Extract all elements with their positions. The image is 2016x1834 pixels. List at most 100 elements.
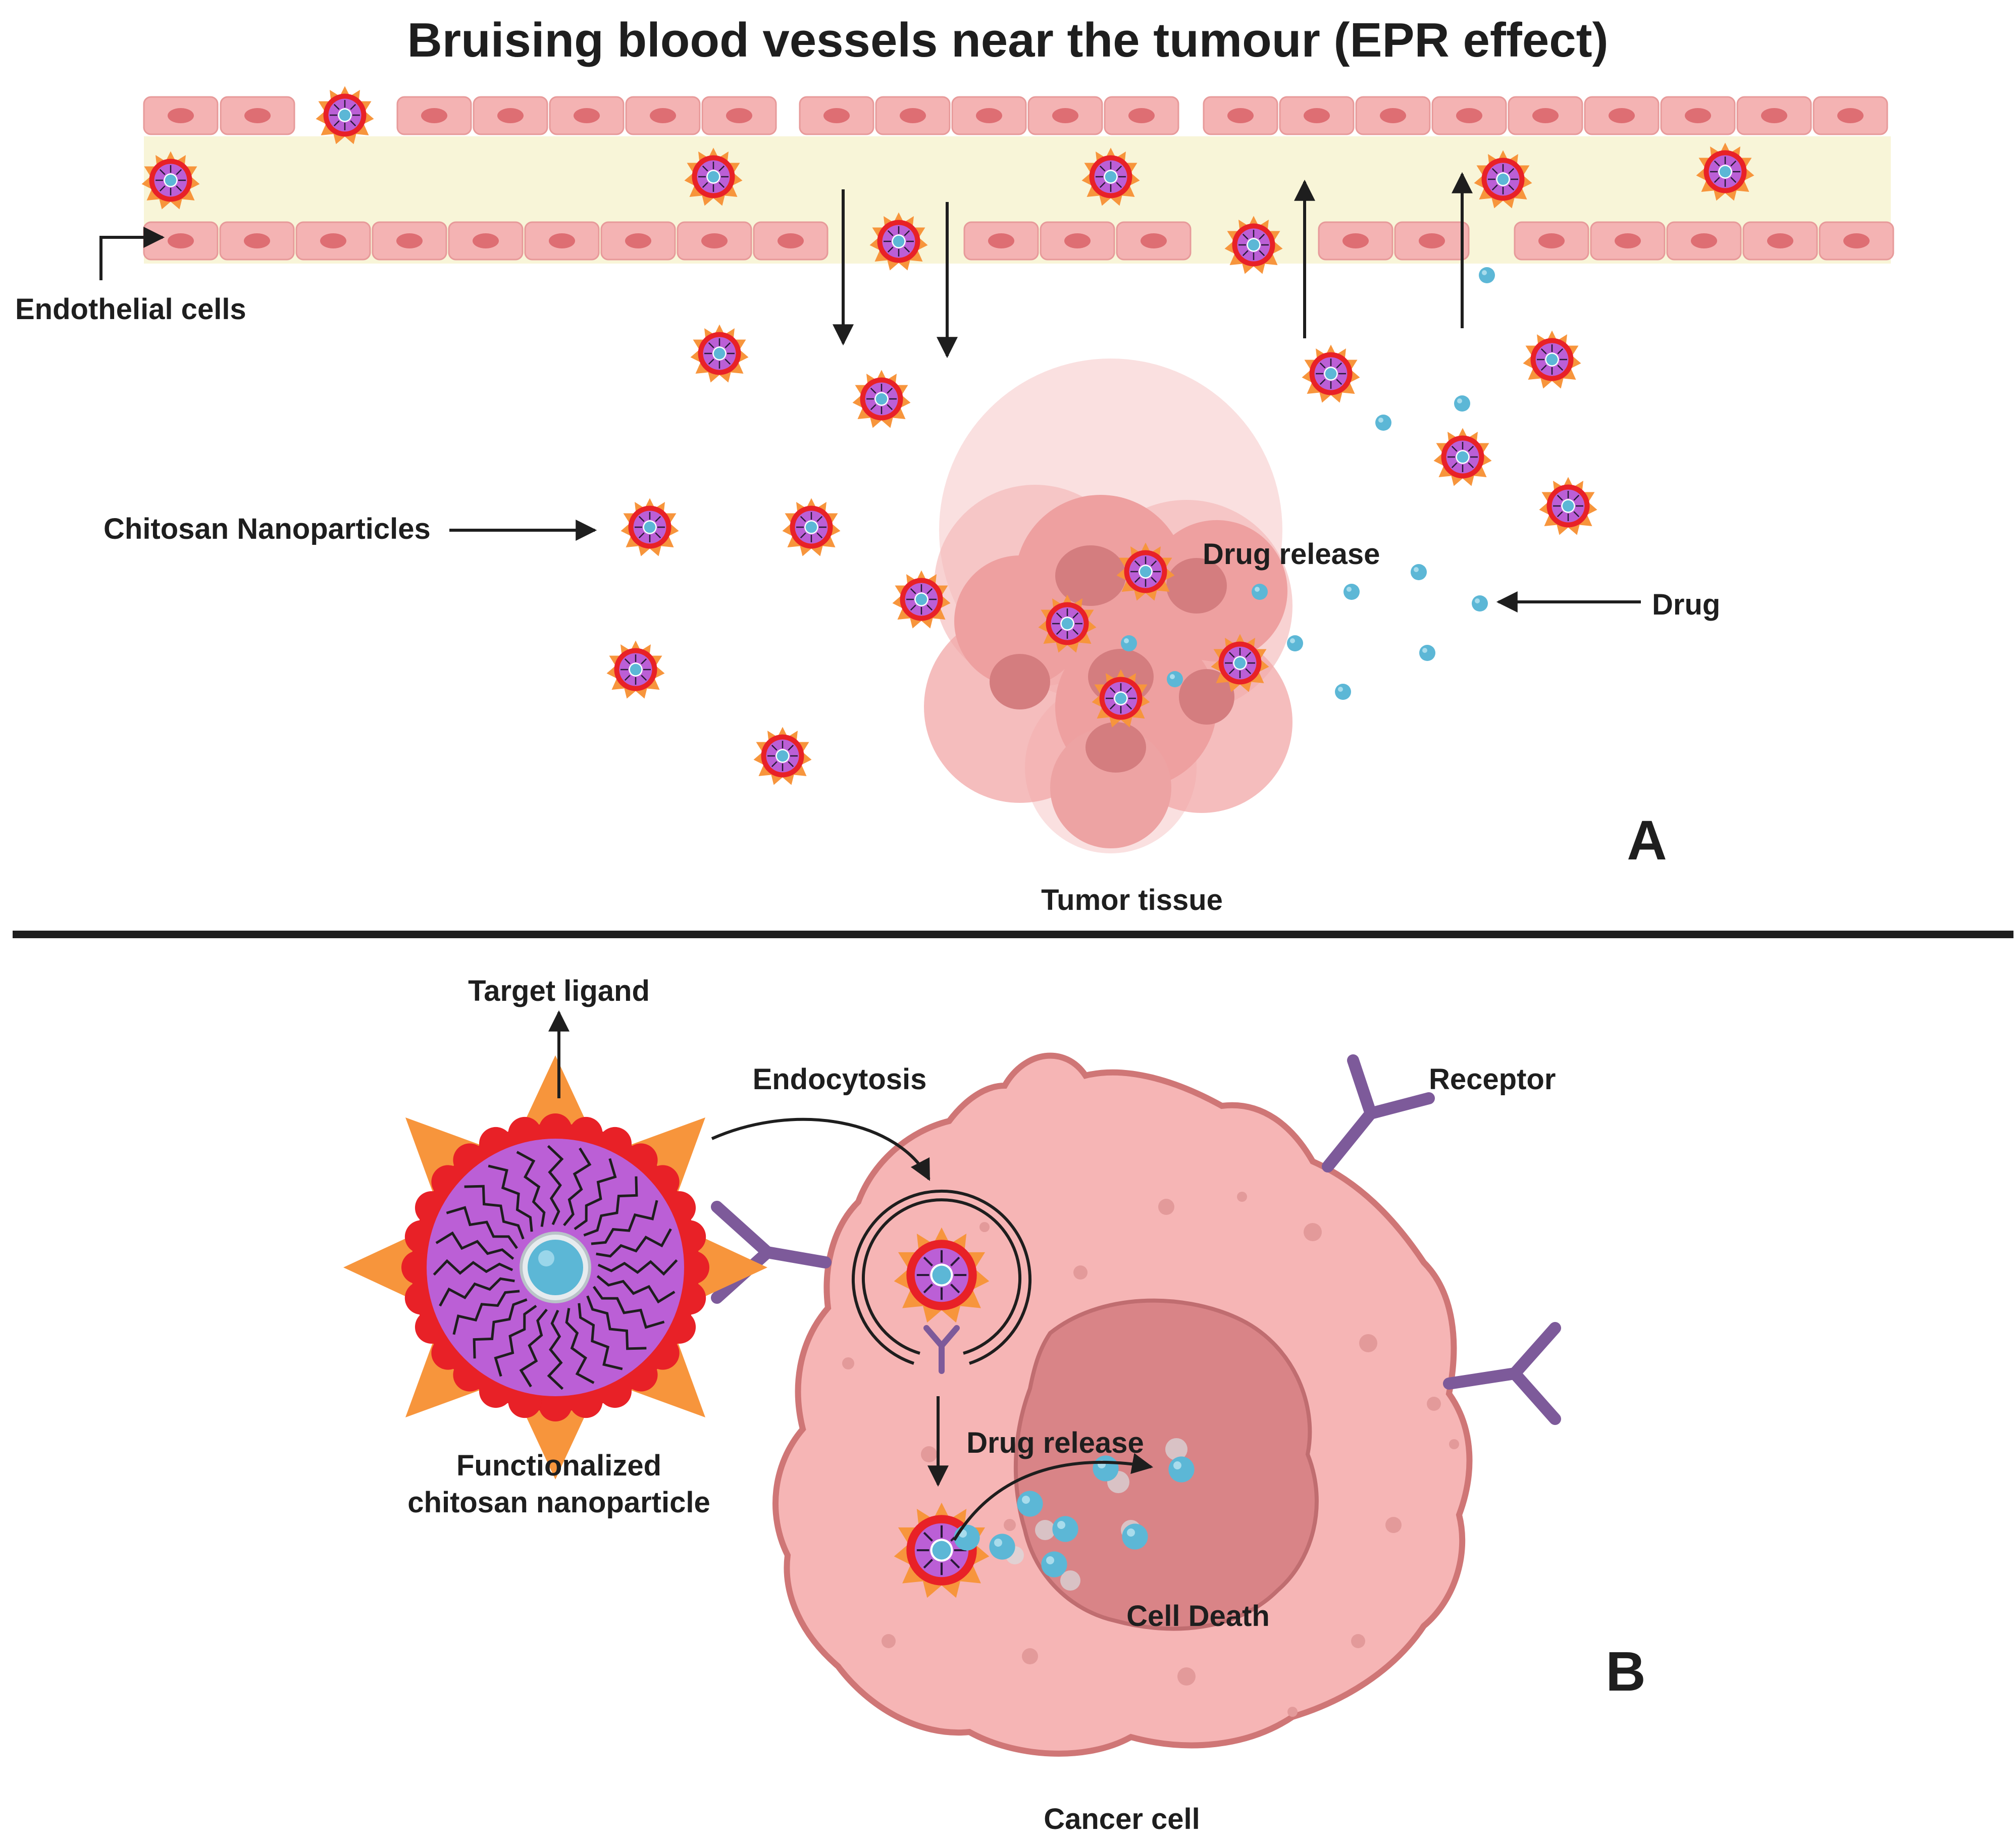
drug-molecule-icon <box>1454 395 1470 412</box>
drug-molecule-icon <box>1472 595 1488 612</box>
receptor-icon-right <box>1443 1322 1561 1425</box>
endothelial-cell-icon <box>625 96 701 135</box>
endothelial-cell-icon <box>1508 96 1583 135</box>
endothelial-cell-icon <box>473 96 548 135</box>
endothelial-cell-icon <box>1660 96 1736 135</box>
endosome-receptor-icon <box>923 1325 960 1374</box>
endothelial-cells-bottom <box>143 221 1894 261</box>
drug-molecule-icon <box>1121 635 1137 651</box>
endocytosis-label: Endocytosis <box>753 1063 927 1096</box>
endothelial-cell-icon <box>963 221 1039 261</box>
endothelial-cell-icon <box>1819 221 1894 261</box>
panel-separator <box>13 931 2013 938</box>
functionalized-label-line2: chitosan nanoparticle <box>407 1486 710 1519</box>
tumor-tissue-label: Tumor tissue <box>1041 884 1223 916</box>
endothelial-cell-icon <box>1040 221 1115 261</box>
endothelial-cell-icon <box>549 96 625 135</box>
cell-nucleus <box>1013 1298 1319 1631</box>
endothelial-cell-icon <box>799 96 874 135</box>
chitosan-nanoparticles-label: Chitosan Nanoparticles <box>104 513 431 545</box>
panel-b-letter: B <box>1606 1641 1645 1703</box>
endothelial-cell-icon <box>1736 96 1812 135</box>
nanoparticle-icon <box>782 497 841 557</box>
endothelial-cell-icon <box>1590 221 1666 261</box>
endothelial-cell-icon <box>600 221 676 261</box>
endothelial-cell-icon <box>143 221 219 261</box>
target-ligand-label: Target ligand <box>468 975 650 1007</box>
drug-molecule-icon <box>1335 684 1351 700</box>
endothelial-cell-icon <box>1279 96 1355 135</box>
nanoparticle-icon <box>852 369 911 429</box>
nanoparticle-icon <box>1433 427 1492 487</box>
endothelial-cell-icon <box>1514 221 1589 261</box>
endothelial-cell-icon <box>951 96 1027 135</box>
endothelial-cell-icon <box>875 96 951 135</box>
nanoparticle-icon <box>1538 476 1598 536</box>
endothelial-cell-icon <box>1318 221 1393 261</box>
endothelial-pointer-arrow <box>99 227 165 280</box>
drug-molecule-icon <box>1419 645 1435 661</box>
endothelial-cell-icon <box>1116 221 1192 261</box>
nanoparticle-icon <box>315 85 375 145</box>
endothelial-cells-label: Endothelial cells <box>15 293 246 326</box>
endothelial-cell-icon <box>1355 96 1431 135</box>
endothelial-cell-icon <box>753 221 829 261</box>
endocytosis-arrow <box>711 1117 931 1181</box>
drug-molecule-icon <box>1479 267 1495 283</box>
endothelial-cell-icon <box>524 221 600 261</box>
nanoparticle-icon <box>1301 344 1361 403</box>
endothelial-cell-icon <box>396 96 472 135</box>
nanoparticle-icon <box>753 726 812 786</box>
endothelial-cell-icon <box>448 221 524 261</box>
endosome <box>852 1189 1031 1365</box>
endothelial-cell-icon <box>372 221 447 261</box>
functionalized-label-line1: Functionalized <box>456 1449 661 1482</box>
receptor-icon-top <box>1322 1054 1435 1173</box>
drug-molecule-icon <box>1168 1456 1195 1483</box>
endothelial-cell-icon <box>1104 96 1179 135</box>
drug-molecule-icon <box>1287 635 1303 651</box>
endothelial-cell-icon <box>701 96 777 135</box>
endothelial-cell-icon <box>1394 221 1470 261</box>
receptors <box>711 1054 1561 1425</box>
tumor-tissue <box>924 359 1293 853</box>
endothelial-cell-icon <box>220 96 295 135</box>
drug-molecule-icon <box>1041 1551 1067 1577</box>
endothelial-cell-icon <box>143 96 219 135</box>
drug-molecule-icon <box>954 1524 980 1551</box>
drug-molecule-icon <box>1093 1455 1119 1482</box>
functionalized-nanoparticle-large <box>343 1055 767 1480</box>
drug-molecule-icon <box>989 1534 1015 1560</box>
cytoplasm-vesicles <box>842 1192 1459 1717</box>
cell-death-label: Cell Death <box>1126 1600 1270 1633</box>
drug-molecule-icon <box>1411 564 1427 580</box>
drug-release-arrow <box>953 1453 1154 1541</box>
endothelial-cell-icon <box>1584 96 1660 135</box>
endothelial-cell-icon <box>1027 96 1103 135</box>
drug-release-label-a: Drug release <box>1203 538 1380 571</box>
endothelial-cell-icon <box>1203 96 1278 135</box>
drug-molecule-icon <box>1375 415 1391 431</box>
figure-title: Bruising blood vessels near the tumour (… <box>407 13 1608 67</box>
panel-a-letter: A <box>1627 809 1667 872</box>
cancer-cell-label: Cancer cell <box>1044 1803 1200 1831</box>
drug-molecule-icon <box>1052 1516 1078 1542</box>
nanoparticle-icon <box>606 640 665 699</box>
drug-molecule-icon <box>1252 584 1268 600</box>
extravasation-arrows <box>833 172 1473 359</box>
drug-molecule-icon <box>1122 1523 1148 1550</box>
endothelial-cells-top <box>143 96 1888 135</box>
drug-release-label-b: Drug release <box>966 1427 1144 1459</box>
nanoparticle-icon <box>1522 330 1582 389</box>
endothelial-cell-icon <box>219 221 295 261</box>
endothelial-cell-icon <box>295 221 371 261</box>
endothelial-cell-icon <box>1742 221 1818 261</box>
nanoparticle-icon <box>690 324 749 383</box>
drug-molecule-icon <box>1343 584 1360 600</box>
endothelial-cell-icon <box>1666 221 1742 261</box>
drug-label: Drug <box>1652 588 1720 621</box>
endothelial-cell-icon <box>1431 96 1507 135</box>
receptor-label: Receptor <box>1429 1063 1556 1096</box>
